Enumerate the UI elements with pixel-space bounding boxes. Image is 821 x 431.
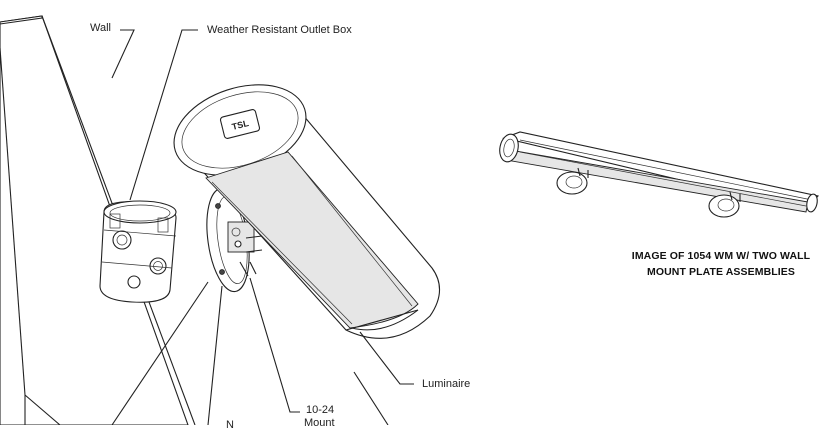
outlet-box (99, 200, 177, 303)
caption-line2: MOUNT PLATE ASSEMBLIES (646, 266, 796, 278)
leader-lines (111, 29, 414, 425)
label-wall: Wall (90, 22, 111, 34)
label-outlet-box: Weather Resistant Outlet Box (207, 24, 352, 36)
label-partial: N (226, 419, 234, 431)
label-luminaire: Luminaire (422, 378, 471, 390)
assembly-preview (499, 131, 820, 218)
label-screw-line2: Mount (304, 417, 335, 429)
assembly-caption: IMAGE OF 1054 WM W/ TWO WALL MOUNT PLATE… (612, 248, 821, 280)
logo-text: TSL (231, 118, 250, 132)
caption-line1: IMAGE OF 1054 WM W/ TWO WALL (631, 250, 811, 262)
label-screw-line1: 10-24 (306, 404, 335, 416)
luminaire-body: TSL (173, 84, 441, 339)
